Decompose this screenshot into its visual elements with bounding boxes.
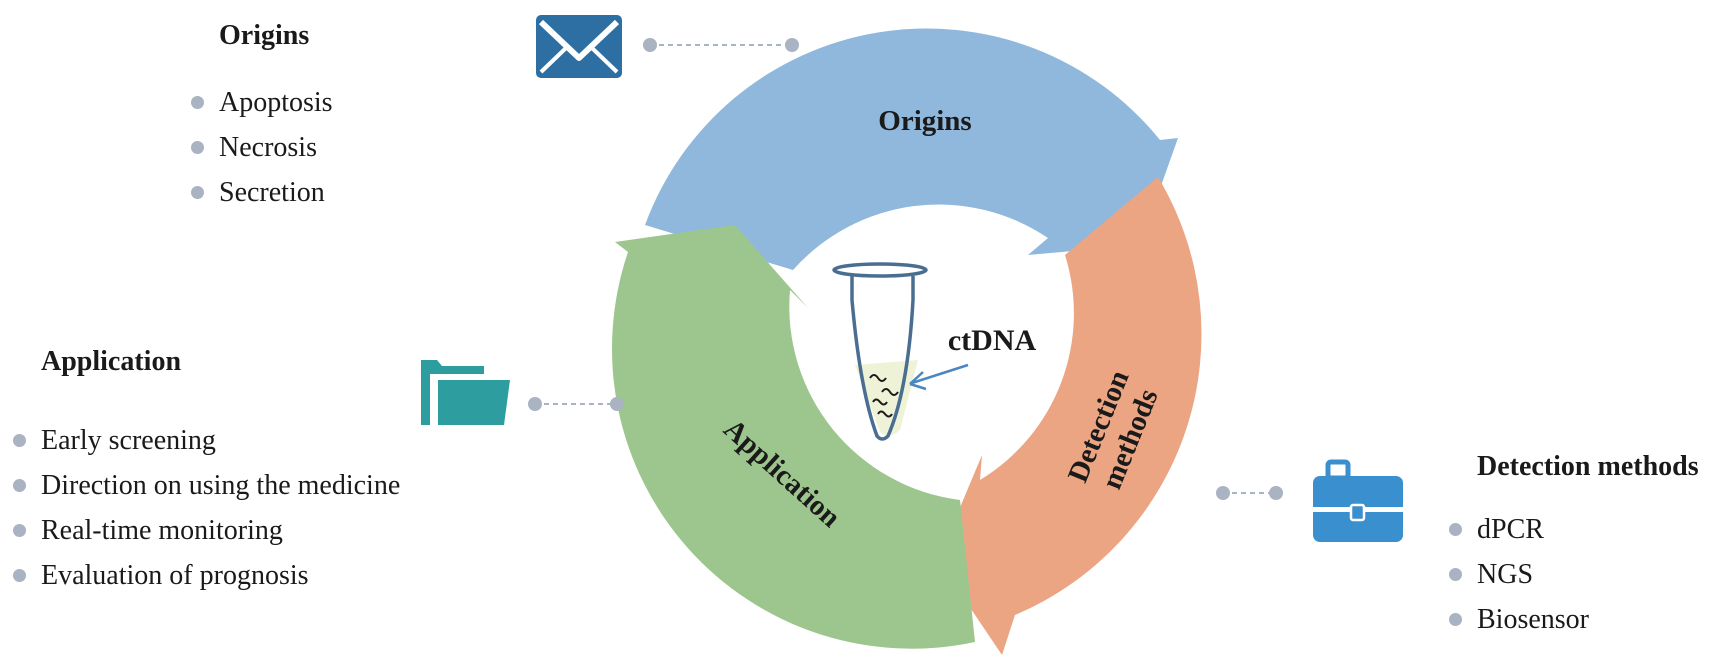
bullet-icon — [1449, 523, 1462, 536]
list-item: Secretion — [191, 170, 333, 215]
bullet-icon — [191, 96, 204, 109]
origins-panel: Origins Apoptosis Necrosis Secretion — [191, 20, 333, 215]
bullet-icon — [13, 434, 26, 447]
list-item: Evaluation of prognosis — [13, 553, 400, 598]
list-item-label: Evaluation of prognosis — [41, 560, 309, 591]
list-item: NGS — [1449, 552, 1699, 597]
tube-icon — [832, 262, 928, 441]
origins-arrow — [645, 28, 1178, 270]
detection-connector — [1216, 486, 1283, 500]
origins-title: Origins — [219, 20, 310, 51]
list-item-label: Direction on using the medicine — [41, 470, 401, 501]
list-item: dPCR — [1449, 507, 1699, 552]
briefcase-icon — [1313, 459, 1403, 542]
ctdna-label: ctDNA — [948, 324, 1037, 357]
folder-icon — [421, 360, 510, 425]
application-panel: Application Early screening Direction on… — [13, 346, 401, 598]
bullet-icon — [1449, 613, 1462, 626]
list-item: Necrosis — [191, 125, 333, 170]
detection-panel: Detection methods dPCR NGS Biosensor — [1449, 451, 1699, 642]
envelope-icon — [536, 15, 622, 78]
bullet-icon — [13, 479, 26, 492]
application-arrow — [611, 225, 975, 649]
list-item-label: NGS — [1477, 559, 1534, 590]
list-item: Direction on using the medicine — [13, 463, 401, 508]
detection-arrow — [938, 177, 1202, 655]
application-list: Early screening Direction on using the m… — [13, 418, 401, 598]
origins-list: Apoptosis Necrosis Secretion — [191, 80, 333, 215]
application-connector — [528, 397, 624, 411]
application-title: Application — [41, 346, 182, 377]
list-item-label: Real-time monitoring — [41, 515, 283, 546]
list-item-label: Necrosis — [219, 132, 317, 163]
bullet-icon — [191, 141, 204, 154]
list-item: Early screening — [13, 418, 400, 463]
list-item: Biosensor — [1449, 597, 1699, 642]
bullet-icon — [13, 569, 26, 582]
origins-segment-label: Origins — [878, 105, 971, 137]
list-item-label: Early screening — [41, 425, 216, 456]
list-item-label: dPCR — [1477, 514, 1544, 545]
detection-list: dPCR NGS Biosensor — [1449, 507, 1699, 642]
ctdna-pointer-arrow — [909, 363, 969, 391]
list-item-label: Biosensor — [1477, 604, 1589, 635]
list-item-label: Secretion — [219, 177, 325, 208]
list-item: Apoptosis — [191, 80, 333, 125]
detection-title: Detection methods — [1477, 451, 1699, 482]
list-item-label: Apoptosis — [219, 87, 333, 118]
bullet-icon — [191, 186, 204, 199]
list-item: Real-time monitoring — [13, 508, 400, 553]
bullet-icon — [1449, 568, 1462, 581]
origins-connector — [643, 38, 799, 52]
bullet-icon — [13, 524, 26, 537]
